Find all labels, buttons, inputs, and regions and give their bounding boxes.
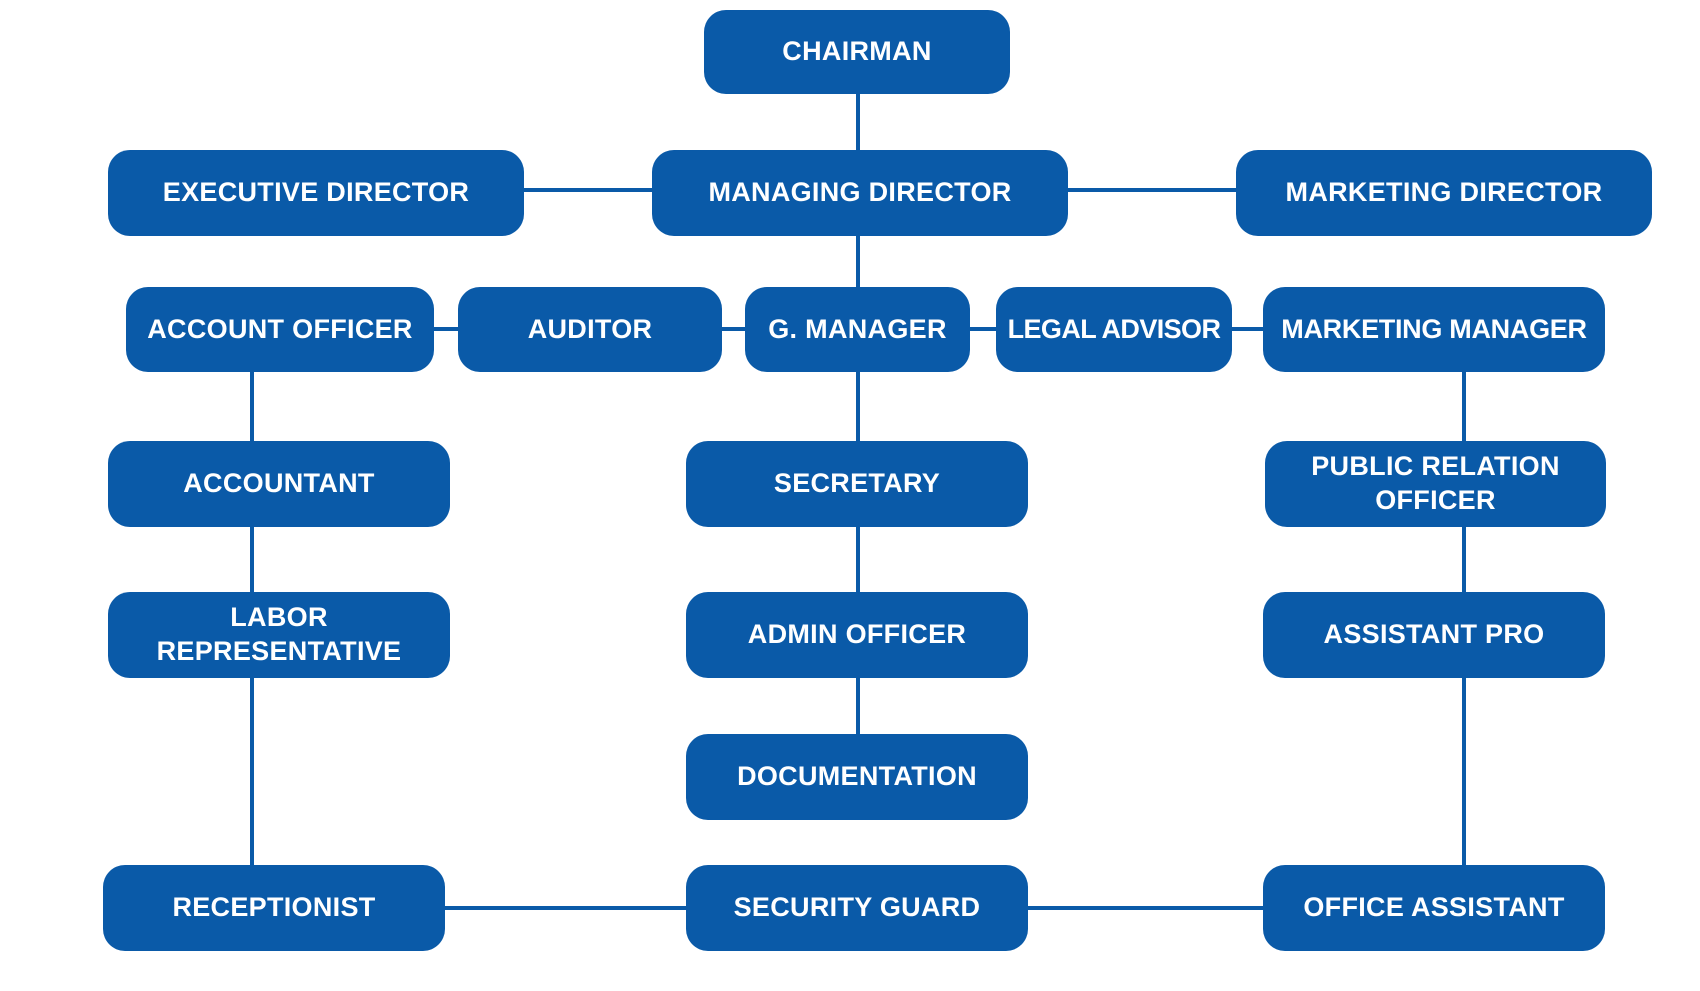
executive-director-box[interactable]: EXECUTIVE DIRECTOR bbox=[108, 150, 524, 236]
managing-director-box[interactable]: MANAGING DIRECTOR bbox=[652, 150, 1068, 236]
legal-advisor-box[interactable]: LEGAL ADVISOR bbox=[996, 287, 1232, 372]
connector-line bbox=[1024, 906, 1268, 910]
connector-line bbox=[442, 906, 688, 910]
connector-line bbox=[432, 327, 462, 331]
admin-officer-box[interactable]: ADMIN OFFICER bbox=[686, 592, 1028, 678]
connector-line bbox=[856, 370, 860, 740]
marketing-director-box[interactable]: MARKETING DIRECTOR bbox=[1236, 150, 1652, 236]
connector-line bbox=[968, 327, 998, 331]
office-assistant-box[interactable]: OFFICE ASSISTANT bbox=[1263, 865, 1605, 951]
labor-representative-box[interactable]: LABOR REPRESENTATIVE bbox=[108, 592, 450, 678]
chairman-box[interactable]: CHAIRMAN bbox=[704, 10, 1010, 94]
connector-line bbox=[720, 327, 748, 331]
security-guard-box[interactable]: SECURITY GUARD bbox=[686, 865, 1028, 951]
connector-line bbox=[524, 188, 656, 192]
accountant-box[interactable]: ACCOUNTANT bbox=[108, 441, 450, 527]
assistant-pro-box[interactable]: ASSISTANT PRO bbox=[1263, 592, 1605, 678]
secretary-box[interactable]: SECRETARY bbox=[686, 441, 1028, 527]
marketing-manager-box[interactable]: MARKETING MANAGER bbox=[1263, 287, 1605, 372]
connector-line bbox=[856, 234, 860, 290]
documentation-box[interactable]: DOCUMENTATION bbox=[686, 734, 1028, 820]
connector-line bbox=[1230, 327, 1266, 331]
public-relation-officer-box[interactable]: PUBLIC RELATION OFFICER bbox=[1265, 441, 1606, 527]
account-officer-box[interactable]: ACCOUNT OFFICER bbox=[126, 287, 434, 372]
g-manager-box[interactable]: G. MANAGER bbox=[745, 287, 970, 372]
connector-line bbox=[1066, 188, 1240, 192]
auditor-box[interactable]: AUDITOR bbox=[458, 287, 722, 372]
connector-line bbox=[856, 92, 860, 154]
receptionist-box[interactable]: RECEPTIONIST bbox=[103, 865, 445, 951]
